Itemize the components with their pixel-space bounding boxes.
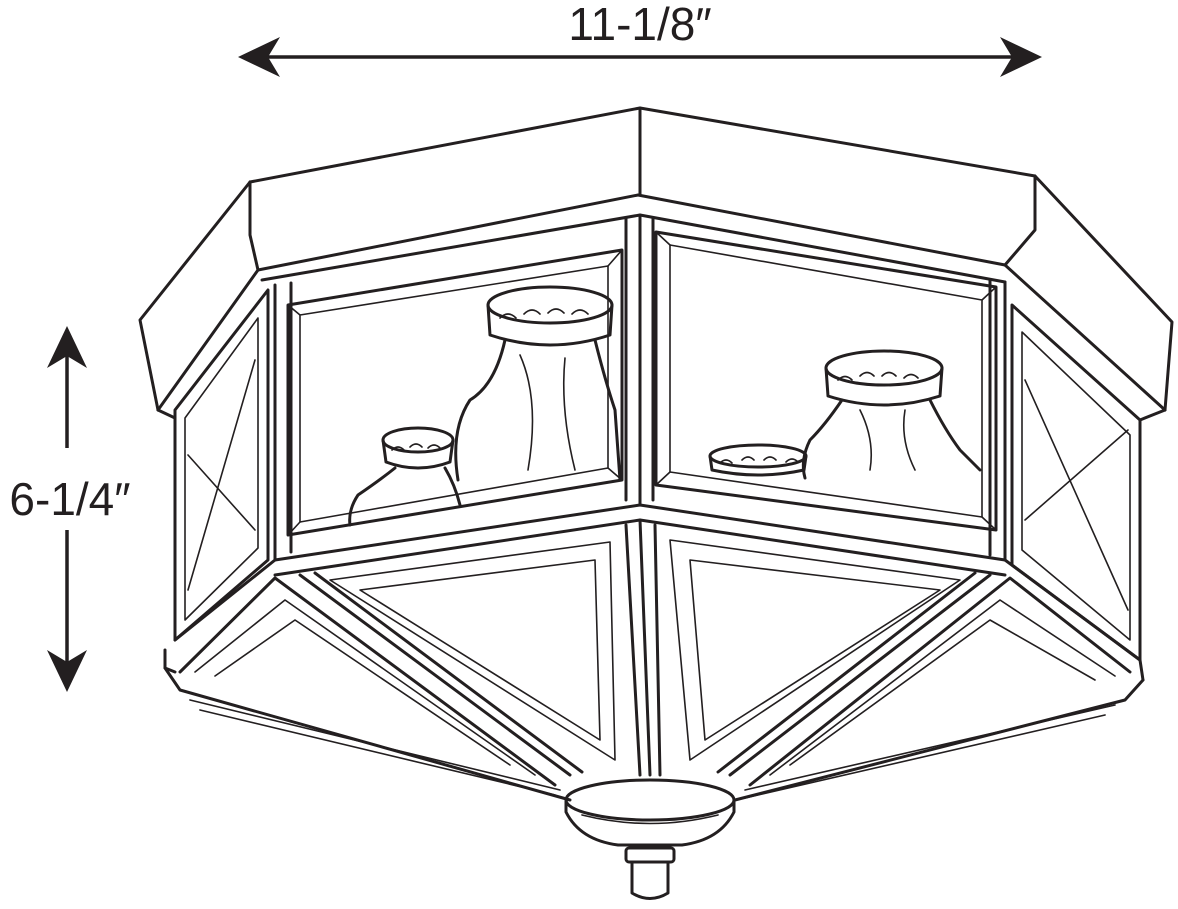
bulb-front-left xyxy=(348,426,462,527)
height-dimension: 6-1/4″ xyxy=(9,326,131,692)
width-dimension: 11-1/8″ xyxy=(238,0,1042,77)
height-arrow-top xyxy=(47,326,87,368)
height-label: 6-1/4″ xyxy=(9,473,130,525)
bulb-front-right xyxy=(708,443,808,477)
bulbs xyxy=(348,285,982,527)
bulb-back-left xyxy=(454,285,622,482)
width-arrow-left xyxy=(238,37,280,77)
width-label: 11-1/8″ xyxy=(568,0,711,50)
canopy-cap xyxy=(138,106,1174,422)
glass-cage-lower xyxy=(163,518,1145,802)
ceiling-fixture-drawing xyxy=(138,106,1174,900)
width-arrow-right xyxy=(1000,37,1042,77)
glass-cage-upper xyxy=(173,213,1142,662)
height-arrow-bottom xyxy=(47,650,87,692)
bulb-back-right xyxy=(801,349,982,480)
finial xyxy=(564,778,736,900)
